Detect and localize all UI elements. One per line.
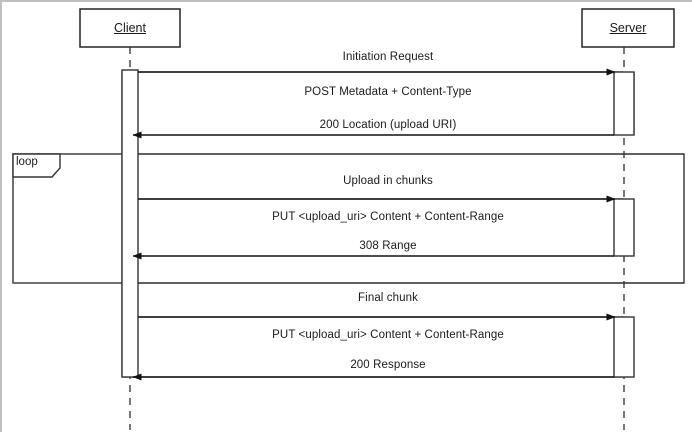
activation-bars	[121, 69, 635, 378]
loop-fragment-label: loop	[16, 156, 38, 168]
message-label-308-range: 308 Range	[359, 240, 417, 252]
message-arrows	[132, 68, 616, 381]
activation-server-3[interactable]	[613, 316, 635, 378]
participant-box-server[interactable]	[581, 8, 675, 48]
lifelines	[129, 47, 625, 430]
participant-boxes	[79, 8, 675, 48]
message-label-put-chunk: PUT <upload_uri> Content + Content-Range	[272, 211, 504, 223]
activation-server-1[interactable]	[613, 71, 635, 136]
participant-box-client[interactable]	[79, 8, 181, 48]
message-label-200-response: 200 Response	[350, 359, 426, 371]
message-label-post-metadata: POST Metadata + Content-Type	[304, 86, 472, 98]
message-label-put-final-chunk: PUT <upload_uri> Content + Content-Range	[272, 329, 504, 341]
participant-label-client: Client	[114, 21, 146, 35]
participant-label-server: Server	[609, 21, 647, 35]
activation-client[interactable]	[121, 69, 139, 378]
message-label-final-chunk: Final chunk	[358, 292, 418, 304]
message-label-200-location: 200 Location (upload URI)	[319, 119, 457, 131]
activation-server-2[interactable]	[613, 198, 635, 257]
loop-fragment-tab	[12, 153, 61, 178]
message-label-upload-in-chunks: Upload in chunks	[343, 175, 433, 187]
message-label-initiation-request: Initiation Request	[342, 51, 434, 63]
